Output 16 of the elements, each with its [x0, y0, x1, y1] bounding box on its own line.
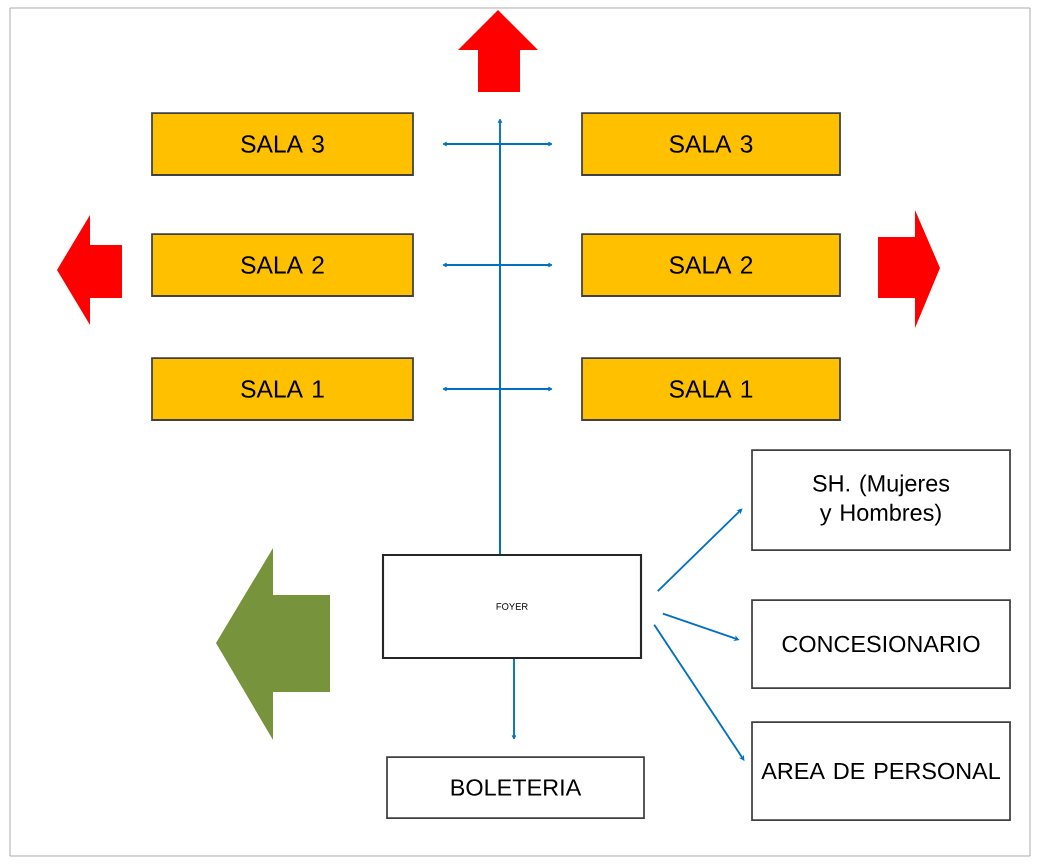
- process-box: SALA 1: [581, 357, 841, 421]
- process-box: CONCESIONARIO: [751, 599, 1011, 689]
- arrow: [511, 658, 517, 740]
- process-box: SH. (Mujeres y Hombres): [751, 449, 1011, 551]
- arrow: [661, 612, 740, 641]
- arrow: [653, 623, 745, 761]
- process-box: SALA 1: [151, 357, 414, 421]
- arrow: [656, 508, 743, 593]
- process-box: AREA DE PERSONAL: [751, 721, 1011, 821]
- process-box: BOLETERIA: [386, 756, 645, 819]
- process-box: FOYER: [381, 553, 643, 660]
- process-box: SALA 3: [151, 112, 414, 176]
- process-box: SALA 2: [151, 233, 414, 297]
- arrow: [497, 118, 503, 555]
- process-box: SALA 2: [581, 233, 841, 297]
- process-box: SALA 3: [581, 112, 841, 176]
